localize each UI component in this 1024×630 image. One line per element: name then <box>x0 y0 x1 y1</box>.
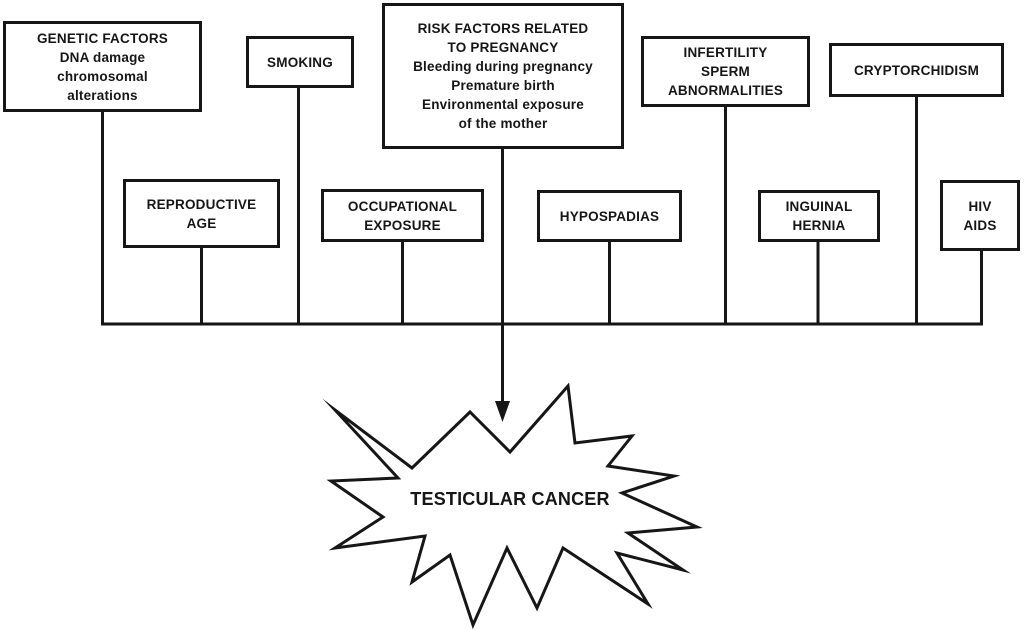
arrowhead-icon <box>495 401 510 422</box>
box-text-line: AIDS <box>963 217 997 233</box>
factor-box-cryptorchidism: CRYPTORCHIDISM <box>829 43 1004 97</box>
factor-box-pregnancy: RISK FACTORS RELATED TO PREGNANCY Bleedi… <box>382 3 624 149</box>
factor-box-occupational-exposure: OCCUPATIONAL EXPOSURE <box>321 189 484 242</box>
factor-box-reproductive-age: REPRODUCTIVE AGE <box>123 179 280 248</box>
box-text-line: Environmental exposure <box>422 97 584 112</box>
box-text-line: HIV <box>968 198 992 214</box>
box-text-line: REPRODUCTIVE <box>146 196 257 212</box>
box-text-line: alterations <box>67 87 138 103</box>
box-text-line: Bleeding during pregnancy <box>413 59 593 74</box>
testicular-cancer-starburst <box>322 382 703 630</box>
box-text-line: chromosomal <box>57 68 148 84</box>
box-text-line: HYPOSPADIAS <box>559 208 660 224</box>
box-text-line: SPERM <box>700 64 750 79</box>
factor-box-hypospadias: HYPOSPADIAS <box>537 190 682 242</box>
box-text-line: INGUINAL <box>785 199 853 214</box>
box-text-line: of the mother <box>458 116 548 131</box>
box-text-line: CRYPTORCHIDISM <box>853 62 980 78</box>
box-text-line: DNA damage <box>59 49 146 65</box>
factor-box-hiv-aids: HIV AIDS <box>940 180 1020 251</box>
outcome-label: TESTICULAR CANCER <box>410 489 610 509</box>
box-text-line: HERNIA <box>792 218 846 233</box>
factor-box-infertility: INFERTILITY SPERM ABNORMALITIES <box>641 36 810 107</box>
box-text-line: INFERTILITY <box>683 45 768 60</box>
box-text-line: OCCUPATIONAL <box>347 198 458 214</box>
box-text-line: GENETIC FACTORS <box>36 30 168 46</box>
box-text-line: AGE <box>186 215 217 231</box>
factor-box-inguinal-hernia: INGUINAL HERNIA <box>758 190 880 242</box>
box-text-line: SMOKING <box>267 54 333 70</box>
box-text-line: EXPOSURE <box>364 217 441 233</box>
factor-box-genetic-factors: GENETIC FACTORS DNA damage chromosomal a… <box>3 21 202 112</box>
factor-box-smoking: SMOKING <box>246 36 354 88</box>
box-text-line: TO PREGNANCY <box>447 40 559 55</box>
box-text-line: ABNORMALITIES <box>667 83 784 98</box>
box-text-line: RISK FACTORS RELATED <box>417 21 589 36</box>
box-text-line: Premature birth <box>451 78 555 93</box>
